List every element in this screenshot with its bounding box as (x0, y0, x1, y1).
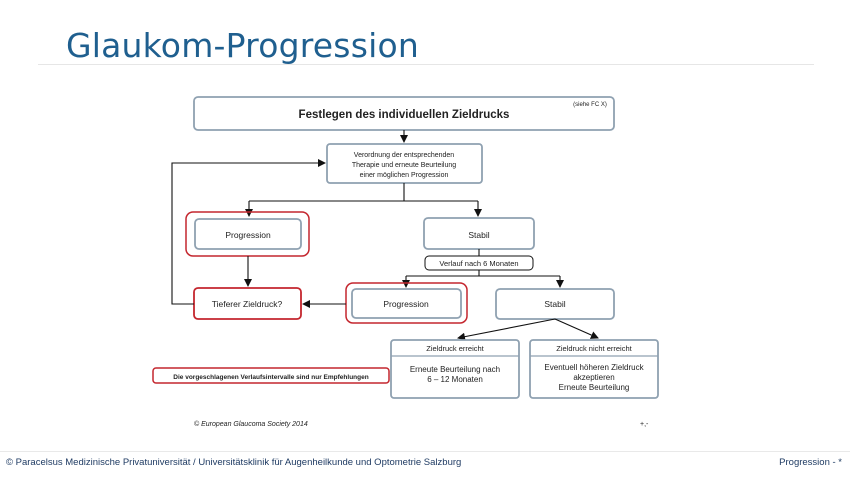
progression-1-label: Progression (225, 230, 271, 240)
target-reached-box: Zieldruck erreicht Erneute Beurteilung n… (390, 339, 520, 399)
title-divider (38, 64, 814, 65)
target-pressure-title: Festlegen des individuellen Zieldrucks (299, 109, 510, 121)
footer-divider (0, 451, 850, 452)
stabil-1-label: Stabil (468, 230, 489, 240)
follow-up-label: Verlauf nach 6 Monaten (439, 259, 518, 268)
reached-title: Zieldruck erreicht (426, 344, 484, 353)
not-reached-title: Zieldruck nicht erreicht (556, 344, 632, 353)
target-not-reached-box: Zieldruck nicht erreicht Eventuell höher… (529, 339, 659, 399)
stabil-2-label: Stabil (544, 299, 565, 309)
recommendation-note: Die vorgeschlagenen Verlaufsintervalle s… (152, 367, 390, 384)
target-pressure-box: Festlegen des individuellen Zieldrucks (… (193, 96, 615, 131)
lower-target-label: Tieferer Zieldruck? (212, 299, 283, 309)
therapy-line-1: Verordnung der entsprechenden (354, 152, 455, 159)
not-reached-line-1: Eventuell höheren Zieldruck (544, 363, 644, 372)
progression-2-label: Progression (383, 299, 429, 309)
therapy-box: Verordnung der entsprechenden Therapie u… (326, 143, 483, 184)
footer-institution: © Paracelsus Medizinische Privatuniversi… (6, 457, 462, 468)
diagram-copyright: © European Glaucoma Society 2014 (194, 420, 308, 428)
not-reached-line-2: akzeptieren (573, 373, 614, 382)
arrow-to-not-reached (554, 318, 599, 339)
reached-line-1: Erneute Beurteilung nach (410, 365, 500, 374)
progression-box-2: Progression (345, 282, 468, 324)
therapy-line-2: Therapie und erneute Beurteilung (352, 162, 456, 169)
stabil-box-1: Stabil (423, 217, 535, 250)
reached-line-2: 6 – 12 Monaten (427, 375, 483, 384)
stabil-box-2: Stabil (495, 288, 615, 320)
therapy-line-3: einer möglichen Progression (360, 172, 449, 179)
diagram-mark: +,- (640, 421, 649, 428)
arrow-to-reached (457, 318, 556, 341)
footer-page-label: Progression - * (779, 457, 842, 468)
lower-target-pressure-box: Tieferer Zieldruck? (193, 287, 302, 320)
target-pressure-ref: (siehe FC X) (573, 102, 607, 108)
not-reached-line-3: Erneute Beurteilung (559, 383, 630, 392)
progression-box-1: Progression (185, 211, 310, 257)
feedback-loop-arrow (171, 159, 326, 305)
note-text: Die vorgeschlagenen Verlaufsintervalle s… (173, 374, 368, 381)
slide-title: Glaukom-Progression (66, 26, 419, 65)
follow-up-6-months-box: Verlauf nach 6 Monaten (424, 255, 534, 271)
